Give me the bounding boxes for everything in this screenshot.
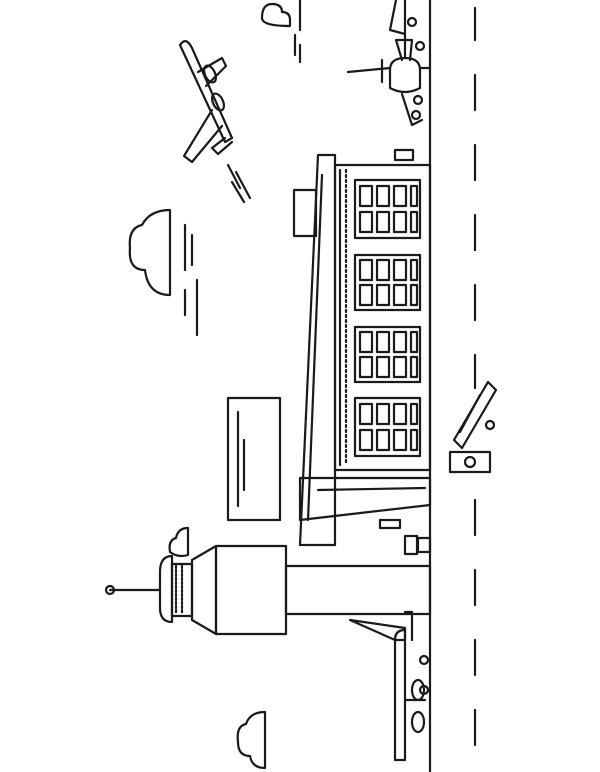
control-tower xyxy=(104,544,432,636)
entrance-canopy xyxy=(298,476,432,522)
window-panel-4 xyxy=(353,396,422,458)
roof-vent xyxy=(292,188,318,238)
window-panel-2 xyxy=(353,253,422,312)
parked-airplane-top xyxy=(346,0,432,162)
cloud-left xyxy=(128,208,199,337)
boarding-stairs xyxy=(448,380,498,474)
cloud-tower xyxy=(168,526,190,558)
roof-annex xyxy=(226,396,282,522)
terminal-roof xyxy=(298,153,337,547)
terminal-facade xyxy=(333,163,432,472)
flying-airplane xyxy=(178,40,252,204)
window-panel-1 xyxy=(353,178,422,240)
cloud-top xyxy=(260,0,302,64)
window-panel-3 xyxy=(353,325,422,384)
terminal-building xyxy=(226,153,432,556)
runway xyxy=(428,0,477,772)
parked-airplane-bottom xyxy=(348,610,430,762)
cloud-bottom xyxy=(236,710,267,770)
